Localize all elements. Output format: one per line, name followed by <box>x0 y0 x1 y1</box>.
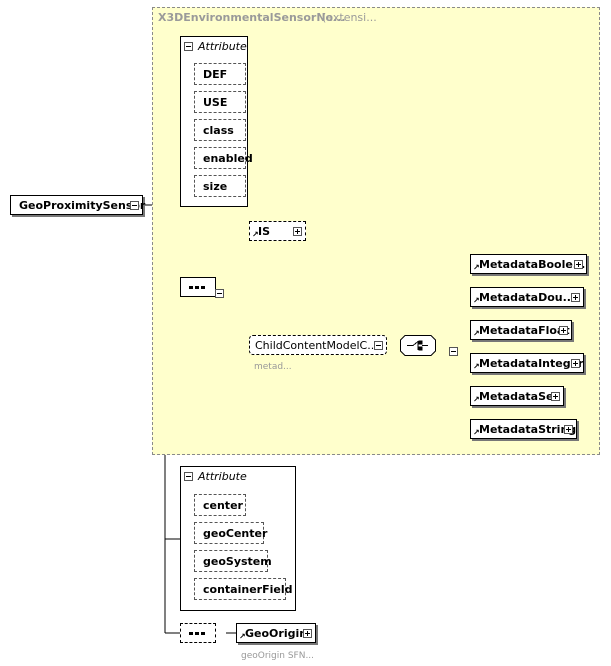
group-child-content-label: ChildContentModelC... <box>255 338 378 352</box>
reference-arrow-icon: ↗ <box>473 263 480 272</box>
attribute-size[interactable]: size <box>194 175 248 199</box>
collapse-icon[interactable] <box>184 472 193 481</box>
attribute-group-1-title: Attribute <box>198 40 247 53</box>
reference-arrow-icon: ↗ <box>473 329 480 338</box>
element-metadata-string[interactable]: ↗ MetadataString <box>470 419 577 439</box>
reference-arrow-icon: ↗ <box>473 428 480 437</box>
element-geoorigin[interactable]: ↗ GeoOrigin <box>236 623 316 643</box>
element-label: MetadataInteger <box>479 356 584 370</box>
element-label: MetadataDou... <box>479 290 576 304</box>
sequence-icon <box>189 632 207 635</box>
attribute-group-1-header: Attribute <box>184 40 247 53</box>
element-metadata-float[interactable]: ↗ MetadataFloat <box>470 320 572 340</box>
element-is[interactable]: ↗ IS <box>249 221 306 241</box>
attribute-geocenter[interactable]: geoCenter <box>194 522 267 546</box>
expand-icon[interactable] <box>574 260 583 269</box>
choice-node[interactable] <box>400 335 436 356</box>
attribute-enabled[interactable]: enabled <box>194 147 253 171</box>
root-element-label: GeoProximitySensor <box>19 198 146 212</box>
element-metadata-set[interactable]: ↗ MetadataSet <box>470 386 564 406</box>
group-child-content-note: metad... <box>254 362 292 372</box>
element-metadata-boolean[interactable]: ↗ MetadataBoole... <box>470 254 587 274</box>
reference-arrow-icon: ↗ <box>473 362 480 371</box>
element-metadata-double[interactable]: ↗ MetadataDou... <box>470 287 584 307</box>
collapse-icon[interactable] <box>449 347 459 356</box>
sequence-node-1[interactable] <box>180 277 216 297</box>
extension-kind: (extensi... <box>322 11 377 24</box>
extension-title: X3DEnvironmentalSensorNo... <box>158 11 346 24</box>
element-label: MetadataSet <box>479 389 559 403</box>
sequence-node-2[interactable] <box>180 623 216 643</box>
collapse-icon[interactable] <box>374 341 383 350</box>
sequence-icon <box>189 286 207 289</box>
collapse-icon[interactable] <box>215 289 224 298</box>
element-label: MetadataFloat <box>479 323 570 337</box>
attribute-geosystem[interactable]: geoSystem <box>194 550 272 574</box>
root-element-geoproximitysensor[interactable]: GeoProximitySensor <box>10 195 146 215</box>
element-geoorigin-note: geoOrigin SFN... <box>241 651 315 661</box>
reference-arrow-icon: ↗ <box>473 296 480 305</box>
element-geoorigin-label: GeoOrigin <box>245 626 308 640</box>
attribute-use[interactable]: USE <box>194 91 248 115</box>
attribute-containerfield[interactable]: containerField <box>194 578 292 602</box>
expand-icon[interactable] <box>571 359 580 368</box>
expand-icon[interactable] <box>293 227 302 236</box>
element-label: MetadataString <box>479 422 577 436</box>
expand-icon[interactable] <box>564 425 573 434</box>
element-metadata-integer[interactable]: ↗ MetadataInteger <box>470 353 584 373</box>
attribute-center[interactable]: center <box>194 494 248 518</box>
element-is-label: IS <box>258 224 271 238</box>
expand-icon[interactable] <box>551 392 560 401</box>
group-child-content-model[interactable]: ChildContentModelC... <box>249 335 387 355</box>
choice-icon <box>407 340 428 351</box>
expand-icon[interactable] <box>303 629 312 638</box>
attribute-group-2-header: Attribute <box>184 470 247 483</box>
expand-icon[interactable] <box>571 293 580 302</box>
attribute-class[interactable]: class <box>194 119 248 143</box>
collapse-icon[interactable] <box>130 201 139 210</box>
reference-arrow-icon: ↗ <box>473 395 480 404</box>
reference-arrow-icon: ↗ <box>239 632 246 641</box>
attribute-def[interactable]: DEF <box>194 63 248 87</box>
attribute-group-2-title: Attribute <box>198 470 247 483</box>
reference-arrow-icon: ↗ <box>252 230 259 239</box>
expand-icon[interactable] <box>559 326 568 335</box>
element-label: MetadataBoole... <box>479 257 586 271</box>
collapse-icon[interactable] <box>184 42 193 51</box>
